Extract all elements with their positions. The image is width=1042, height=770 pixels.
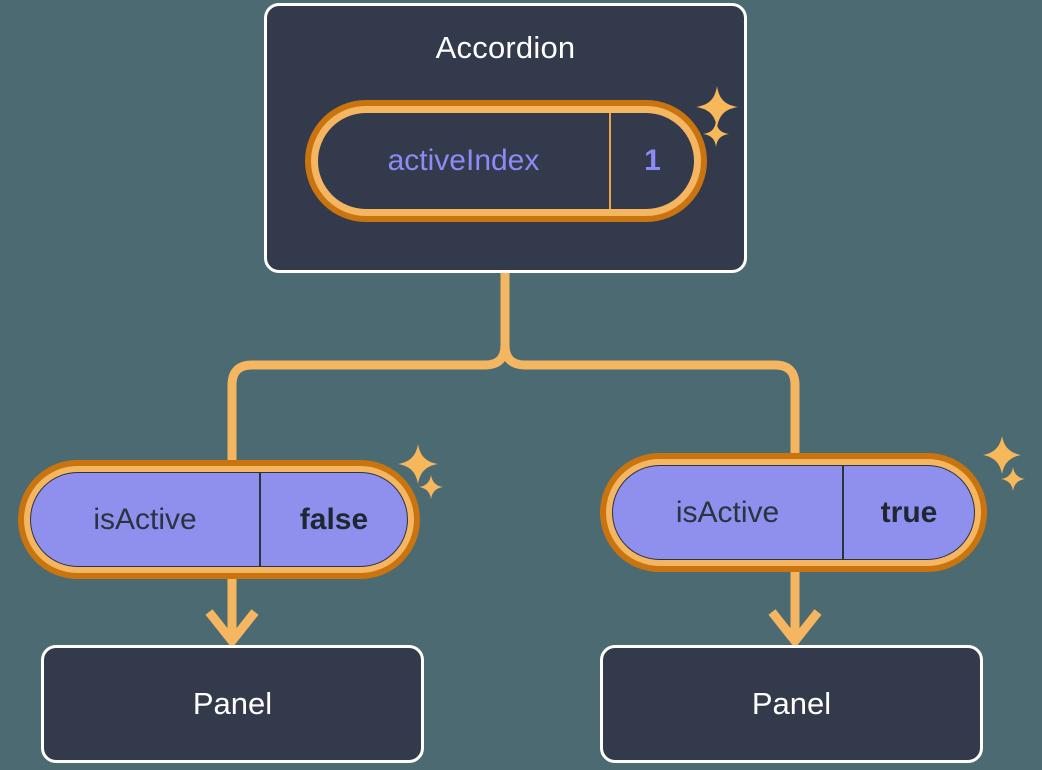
prop-key-label: isActive [93, 502, 197, 536]
sparkle-icon [1001, 467, 1025, 491]
sparkle-icon [703, 121, 729, 147]
pill-inner-ring: isActive false [24, 466, 414, 573]
sparkle-icon [696, 86, 738, 128]
arrow-down-icon [768, 609, 822, 649]
panel-label: Panel [192, 686, 273, 721]
state-pill-activeindex[interactable]: activeIndex 1 [305, 100, 707, 222]
panel-card-left[interactable]: Panel [41, 645, 424, 763]
page-title: Accordion [435, 30, 576, 65]
pill-inner-ring: activeIndex 1 [311, 106, 701, 216]
arrow-down-icon [205, 609, 259, 649]
prop-pill-isactive-right[interactable]: isActive true [600, 453, 987, 572]
sparkle-icon [419, 475, 443, 499]
state-value-label: 1 [609, 113, 694, 209]
panel-card-right[interactable]: Panel [600, 645, 983, 763]
pill-body: isActive false [30, 472, 408, 567]
sparkle-icon [398, 444, 438, 484]
pill-inner-ring: isActive true [606, 459, 981, 566]
panel-label: Panel [751, 686, 832, 721]
prop-value-label: false [259, 473, 407, 566]
pill-body: activeIndex 1 [317, 112, 695, 210]
prop-pill-isactive-left[interactable]: isActive false [18, 460, 420, 579]
pill-body: isActive true [612, 465, 975, 560]
state-key-label: activeIndex [387, 144, 540, 177]
prop-key-label: isActive [675, 495, 780, 529]
sparkle-icon [983, 436, 1021, 474]
prop-value-label: true [842, 466, 974, 559]
